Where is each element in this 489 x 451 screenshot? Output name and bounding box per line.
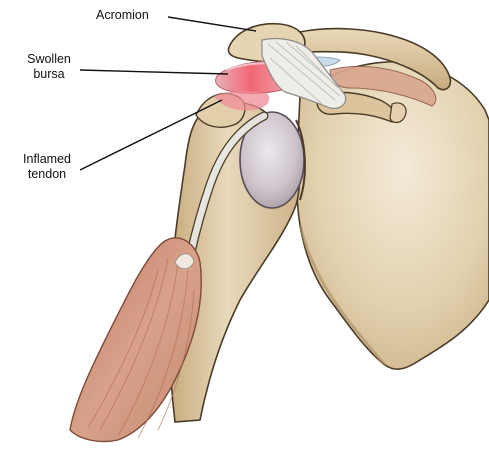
label-tendon-line-1: Inflamed bbox=[17, 152, 77, 167]
leader-acromion bbox=[168, 17, 256, 31]
label-swollen-bursa: Swollen bursa bbox=[22, 52, 76, 82]
leader-bursa bbox=[80, 70, 228, 74]
label-acromion-text: Acromion bbox=[96, 8, 149, 23]
label-acromion: Acromion bbox=[96, 8, 149, 23]
label-bursa-line-2: bursa bbox=[22, 67, 76, 82]
label-tendon-line-2: tendon bbox=[17, 167, 77, 182]
label-inflamed-tendon: Inflamed tendon bbox=[17, 152, 77, 182]
label-bursa-line-1: Swollen bbox=[22, 52, 76, 67]
